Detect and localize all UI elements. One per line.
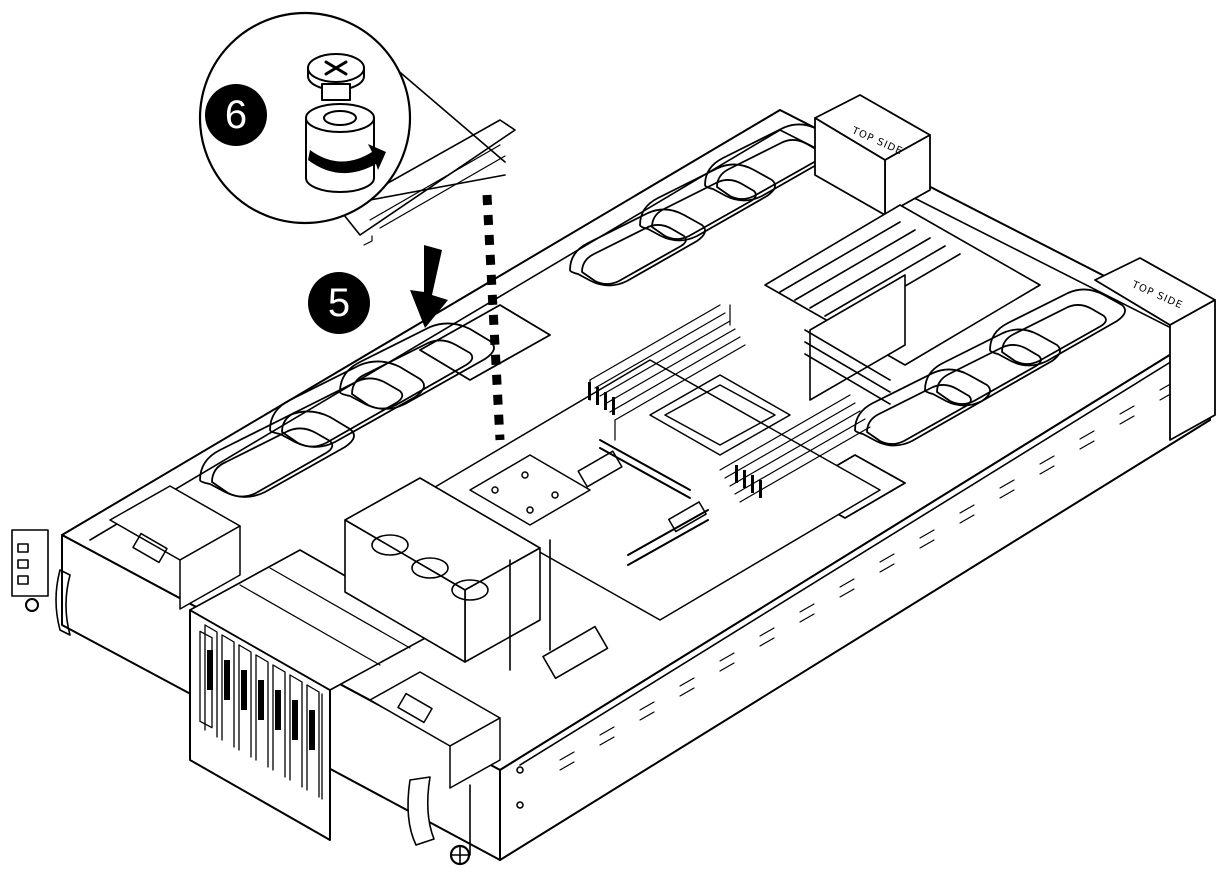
top-side-box-2	[1095, 258, 1215, 440]
rotate-clockwise-icon	[308, 144, 386, 174]
guide-dotted-line	[487, 195, 500, 440]
center-module	[345, 478, 607, 678]
step-5-badge: 5	[308, 272, 370, 334]
fan-row-back	[570, 124, 840, 285]
front-handle	[408, 777, 470, 864]
left-ear	[12, 530, 70, 635]
arrow-down-icon	[410, 245, 448, 328]
step-6-badge: 6	[205, 84, 267, 146]
thumbscrew-icon	[306, 54, 374, 192]
fan-row-left	[200, 305, 550, 497]
fan-row-right	[795, 289, 1125, 518]
riser-cage	[765, 205, 1040, 404]
motherboard	[430, 305, 880, 620]
rear-modules	[110, 486, 500, 788]
drive-bays	[190, 550, 440, 840]
top-side-box-1	[815, 95, 930, 215]
